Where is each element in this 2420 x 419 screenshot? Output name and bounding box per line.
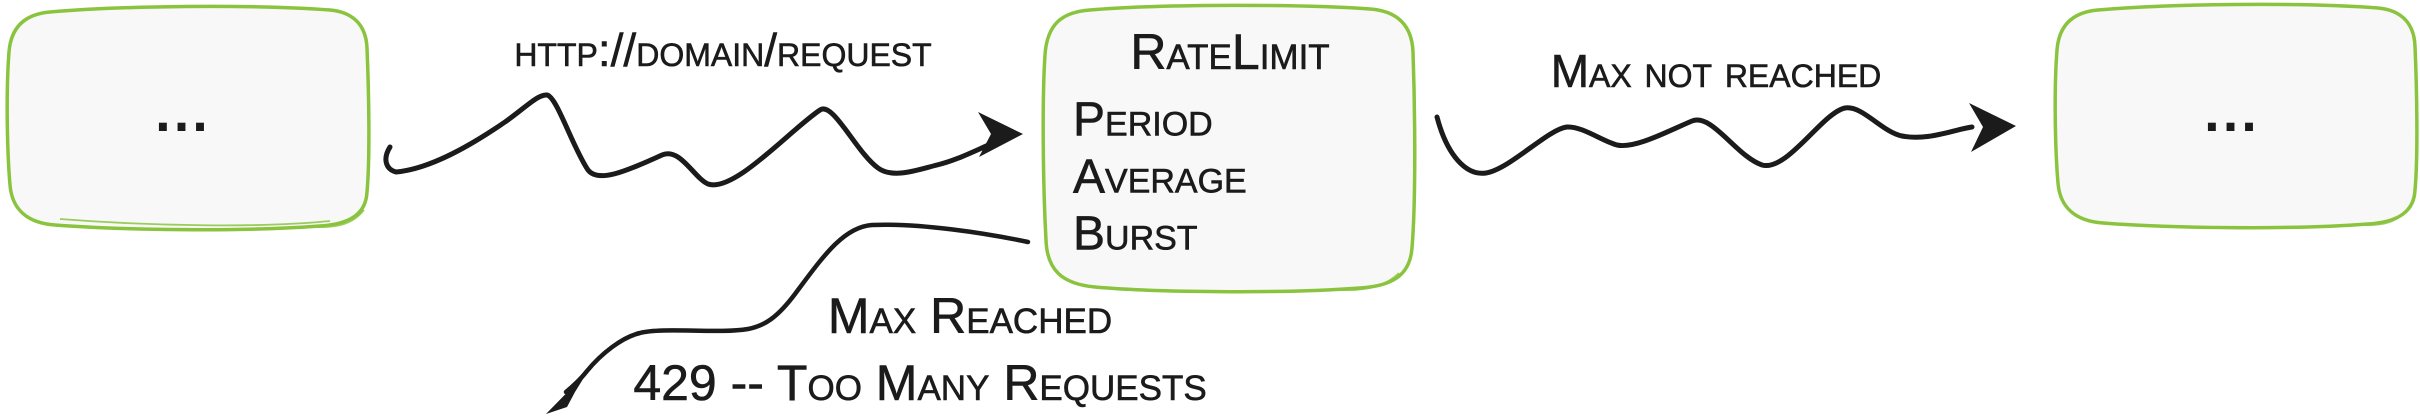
max-not-reached-arrow bbox=[1434, 105, 1975, 176]
max-reached-edge-sublabel: 429 -- Too Many Requests bbox=[633, 355, 1207, 412]
rate-limit-box-sketch-stroke bbox=[1339, 272, 1400, 292]
max-not-reached-edge-label: Max not reached bbox=[1550, 45, 1882, 98]
left-service-box-sketch-stroke bbox=[59, 209, 365, 229]
rate-limit-field-burst: Burst bbox=[1073, 207, 1198, 261]
max-not-reached-arrowhead-icon bbox=[1969, 103, 2016, 152]
rate-limit-title: RateLimit bbox=[1130, 24, 1330, 81]
request-edge-label: http://domain/request bbox=[514, 24, 932, 77]
right-service-label: ... bbox=[2204, 80, 2260, 143]
max-reached-arrowhead-icon bbox=[546, 371, 588, 414]
rate-limit-box-shape bbox=[1041, 3, 1417, 294]
max-reached-edge-label: Max Reached bbox=[827, 288, 1113, 345]
right-service-box-sketch-stroke bbox=[2359, 207, 2410, 227]
left-service-label: ... bbox=[155, 80, 211, 143]
right-service-box-shape bbox=[2053, 2, 2419, 230]
request-arrowhead-icon bbox=[978, 112, 1023, 157]
rate-limit-field-average: Average bbox=[1073, 150, 1247, 204]
rate-limit-field-period: Period bbox=[1073, 93, 1213, 147]
request-arrow bbox=[383, 92, 1001, 188]
max-reached-arrow bbox=[563, 222, 1031, 395]
left-service-box-shape bbox=[5, 4, 371, 232]
